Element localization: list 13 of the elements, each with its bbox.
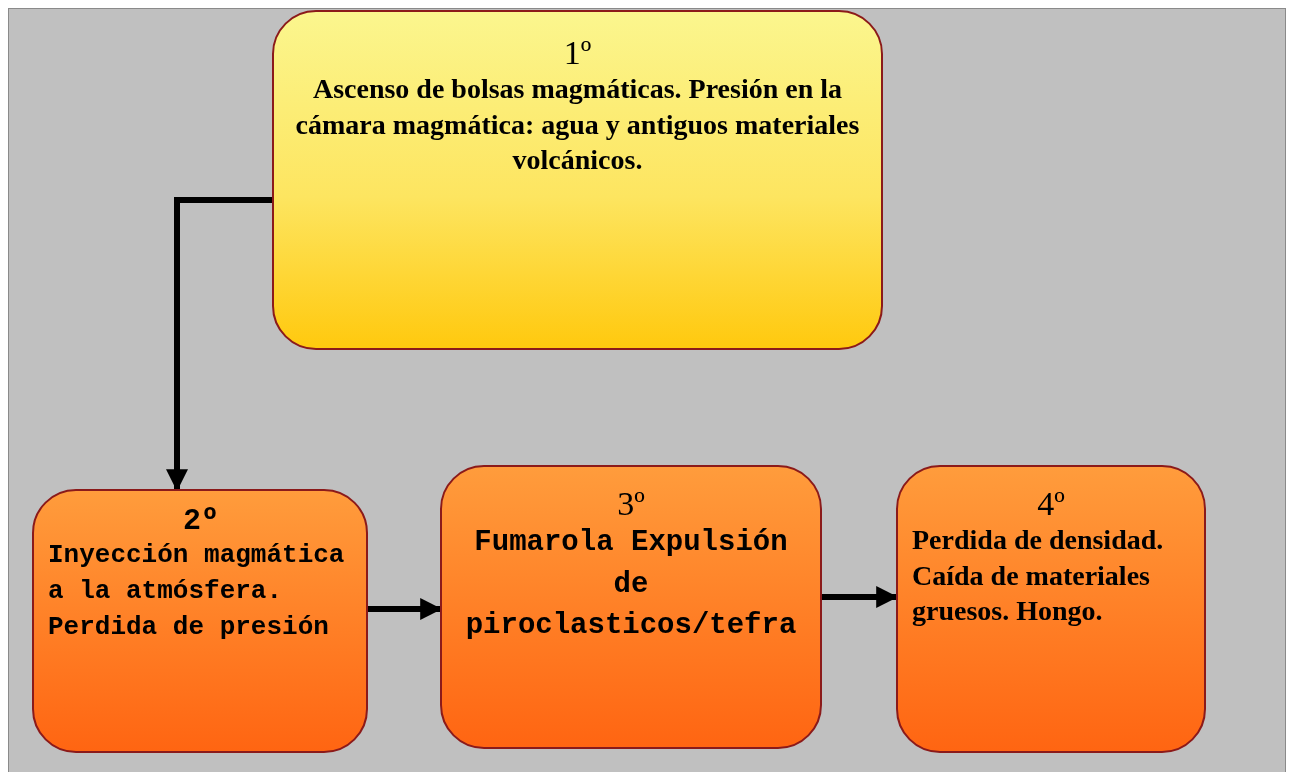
step-text: Ascenso de bolsas magmáticas. Presión en la cámara magmática: agua y antiguos materiales volcánicos. (294, 72, 861, 178)
step-number: 2º (182, 505, 220, 538)
step-text: Perdida de densidad. Caída de materiales gruesos. Hongo. (912, 523, 1165, 629)
process-box (440, 465, 822, 749)
step-text: Fumarola Expulsión de piroclasticos/tefra (464, 525, 798, 644)
process-box (896, 465, 1206, 753)
process-box (32, 489, 368, 753)
step-text: Inyección magmática a la atmósfera. Perdida de presión (48, 539, 346, 644)
step-number: 3º (616, 485, 646, 523)
arrow (166, 197, 272, 492)
step-number: 4º (1036, 485, 1066, 523)
process-box (272, 10, 883, 350)
step-number: 1º (562, 34, 593, 72)
